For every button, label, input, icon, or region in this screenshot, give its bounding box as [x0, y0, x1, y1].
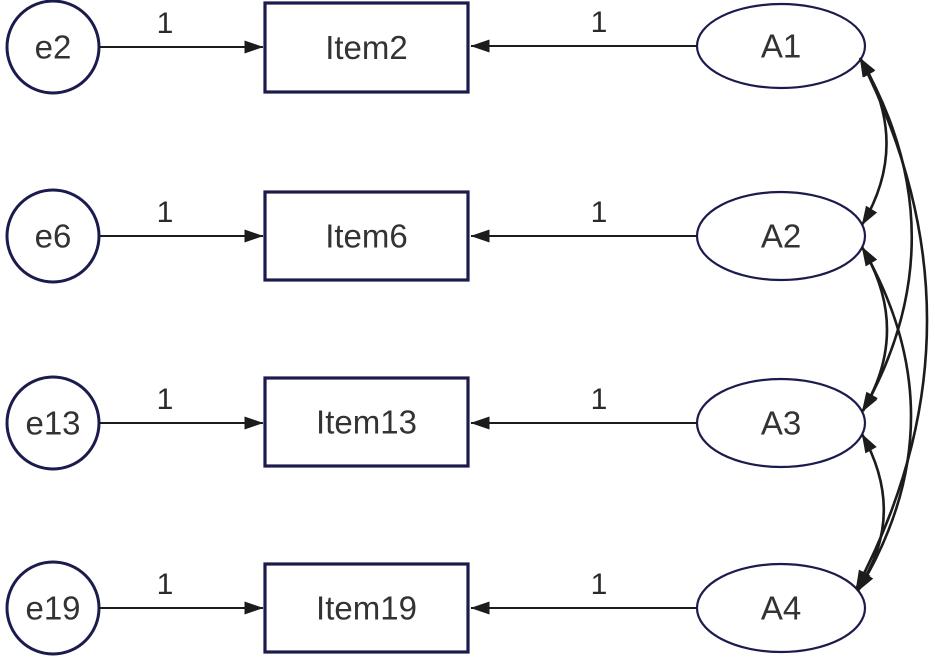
loading-weight-label: 1 [157, 196, 174, 229]
loading-weight-label: 1 [157, 7, 174, 40]
factor-node-label: A4 [761, 590, 801, 627]
error-node-label: e13 [25, 405, 80, 442]
item-node-label: Item6 [325, 218, 408, 255]
item-node-Item13 [263, 376, 470, 468]
loading-weight-label: 1 [591, 568, 608, 601]
item-node-Item6 [263, 190, 470, 282]
factor-node-label: A2 [761, 218, 801, 255]
error-node-label: e2 [35, 29, 72, 66]
loading-weight-label: 1 [591, 196, 608, 229]
loading-weight-label: 1 [591, 6, 608, 39]
item-node-label: Item19 [316, 590, 417, 627]
covariance-arrow-A1-A3 [858, 57, 914, 412]
item-node-label: Item13 [316, 404, 417, 441]
item-node-Item19 [263, 562, 470, 654]
loading-weight-label: 1 [157, 383, 174, 416]
item-node-label: Item2 [325, 29, 408, 66]
factor-node-label: A1 [761, 28, 801, 65]
factor-node-label: A3 [761, 405, 801, 442]
error-node-label: e19 [25, 590, 80, 627]
item-node-Item2 [263, 1, 470, 94]
loading-weight-label: 1 [157, 568, 174, 601]
loading-weight-label: 1 [591, 383, 608, 416]
error-node-label: e6 [35, 218, 72, 255]
covariance-arrow-A2-A4 [856, 246, 913, 592]
covariance-arrow-A1-A4 [854, 57, 929, 590]
